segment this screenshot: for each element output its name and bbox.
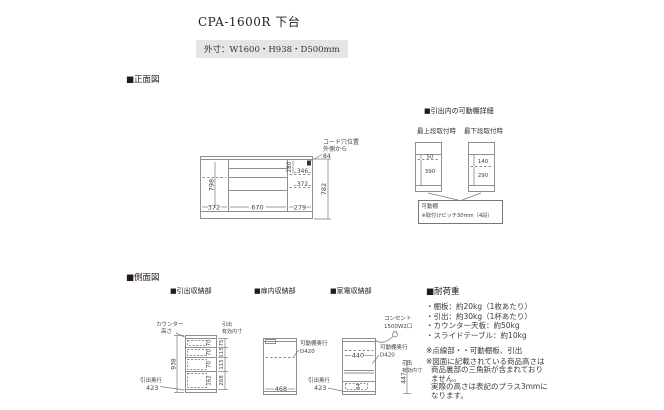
dim-798: 798 [208,179,216,191]
shelf-note-line1: 可動棚 [422,202,439,210]
outlet-label-line2: 1500W2口 [384,323,412,330]
appliance-cabinet-outline [342,338,376,395]
shelf-note-line2: ※取付けピッチ30mm（4段） [422,211,493,219]
shelf-pitch-note: 可動棚 ※取付けピッチ30mm（4段） [422,202,493,219]
load-item: ・カウンター天板：約50kg [426,321,520,330]
outlet-icon [375,330,398,343]
door-shelf-depth-line2: D420 [300,349,315,355]
appliance-shelf-depth-line2: D420 [380,353,395,359]
drawer-cabinet-outline [185,335,217,393]
outer-size-badge: 外寸：W1600・H938・D500mm [196,37,348,58]
dim-top-above: 50 [427,155,434,161]
drawer-depth-label: 引出奥行 [140,376,163,384]
appliance-section-label: ■家電収納部 [330,287,372,295]
dim-front-2: 70 [207,349,213,356]
dim-938: 938 [171,358,178,370]
dim-372: 372 [208,204,220,212]
shelf-detail-heading: ■引出内の可動棚詳細 [424,107,494,115]
dim-447: 447 [401,372,408,384]
load-capacity-heading: ■耐荷重 [426,287,460,297]
shelf-detail-outlines [415,142,503,224]
appliance-inner-label-1: 引出 [402,360,412,367]
door-cabinet-outline [263,338,297,395]
drawer-depth-value: 423 [146,384,158,392]
dim-782: 782 [320,183,328,195]
dim-280: 280 [287,161,293,172]
side-view-heading: ■側面図 [126,273,160,283]
outlet-label-line1: コンセント [384,315,412,322]
dim-bottom-above: 140 [478,159,489,165]
dim-inner-1: 75 [219,339,225,346]
cord-hole-line1: コード穴位置 [323,138,359,146]
front-dimension-labels: 798 280 346 372 372 670 279 782 [208,161,329,211]
counter-height-line1: カウンター [156,320,184,328]
height-note-line: 実際の高さは表記のプラス3mmに [431,382,548,392]
front-dimension-lines [202,154,331,220]
drawer-section-drawing: 70 70 70 162 75 115 115 268 938 カウンター 高さ… [140,320,242,393]
shelf-detail-dims: 50 390 140 290 [425,155,489,180]
drawer-dim-lines [159,332,228,393]
dim-front-4: 162 [207,375,213,386]
appliance-shelf-depth-line1: 可動棚奥行 [380,343,408,351]
dim-670: 670 [251,204,263,212]
load-item: ・棚板：約20kg（1枚あたり） [426,302,532,311]
front-cabinet-outline [200,156,313,219]
door-section-drawing: 可動棚奥行 D420 468 [263,338,328,395]
door-annotations: 可動棚奥行 D420 468 [275,339,328,393]
appliance-depth-label: 引出奥行 [308,376,331,384]
load-capacity-list: ・棚板：約20kg（1枚あたり） ・引出：約30kg（1杯あたり） ・カウンター… [426,302,532,340]
drawer-inner-label-2: 有効内寸 [222,328,242,335]
door-section-label: ■扉内収納部 [254,287,296,295]
cord-hole-marker [307,160,311,166]
dim-bottom-below: 290 [478,173,489,179]
dim-front-3: 70 [207,361,213,368]
front-view-drawing: 798 280 346 372 372 670 279 782 コード穴位置 外… [200,138,359,220]
height-note-line: ません。 [431,373,461,383]
height-note: ※図面に記載されている商品高さは 商品裏部の三角鋲が含まれており ません。 実際… [426,357,548,400]
dim-440: 440 [352,351,364,359]
height-note-line: なります。 [431,390,468,400]
counter-height-line2: 高さ [161,327,172,335]
shelf-detail-drawing: 50 390 140 290 可動棚 ※取付けピッチ30mm（4段） [415,142,503,224]
dim-346: 346 [297,169,308,175]
appliance-section-drawing: コンセント 1500W2口 可動棚奥行 D420 440 引出 有効内寸 447… [308,315,422,395]
shelf-bottom-position-label: 最下段取付時 [464,127,503,135]
height-note-line: ※図面に記載されている商品高さは [426,357,545,366]
appliance-depth-value: 423 [314,384,326,392]
dim-94: 94 [356,383,362,389]
door-shelf-depth-line1: 可動棚奥行 [300,339,328,347]
drawer-annotations: カウンター 高さ 引出 有効内寸 引出奥行 423 [140,320,242,392]
appliance-annotations: コンセント 1500W2口 可動棚奥行 D420 440 引出 有効内寸 447… [308,315,422,392]
shelf-detail-dim-lines [420,155,482,201]
dim-468: 468 [275,385,287,393]
dim-279: 279 [294,204,306,212]
cord-hole-note: コード穴位置 外側から 84 [323,138,359,160]
drawer-dims: 70 70 70 162 75 115 115 268 938 [171,339,226,386]
outer-size-text: 外寸：W1600・H938・D500mm [196,40,348,58]
dim-inner-4: 268 [219,375,225,386]
dim-front-1: 70 [207,339,213,346]
drawer-section-label: ■引出収納部 [170,287,212,295]
dim-top-below: 390 [425,169,436,175]
load-capacity-section: ■耐荷重 ・棚板：約20kg（1枚あたり） ・引出：約30kg（1杯あたり） ・… [426,285,532,340]
door-dim-lines [265,349,300,390]
page-title: CPA-1600R 下台 [198,15,301,29]
appliance-dim-lines [327,354,411,394]
load-item: ・スライドテーブル：約10kg [426,330,527,340]
height-note-line: 商品裏部の三角鋲が含まれており [431,365,544,375]
drawer-inner-label-1: 引出 [222,321,232,328]
load-item: ・引出：約30kg（1杯あたり） [426,311,532,321]
dim-inner-2: 115 [219,347,225,358]
dim-inner-3: 115 [219,359,225,370]
dim-372-niche: 372 [297,182,308,188]
front-view-heading: ■正面図 [126,75,160,85]
cord-hole-value: 84 [323,153,331,160]
dotted-line-note: ※点線部・・可動棚板、引出 [426,346,523,355]
appliance-inner-label-2: 有効内寸 [402,367,422,374]
shelf-top-position-label: 最上段取付時 [417,127,456,135]
cord-hole-line2: 外側から [323,145,347,153]
